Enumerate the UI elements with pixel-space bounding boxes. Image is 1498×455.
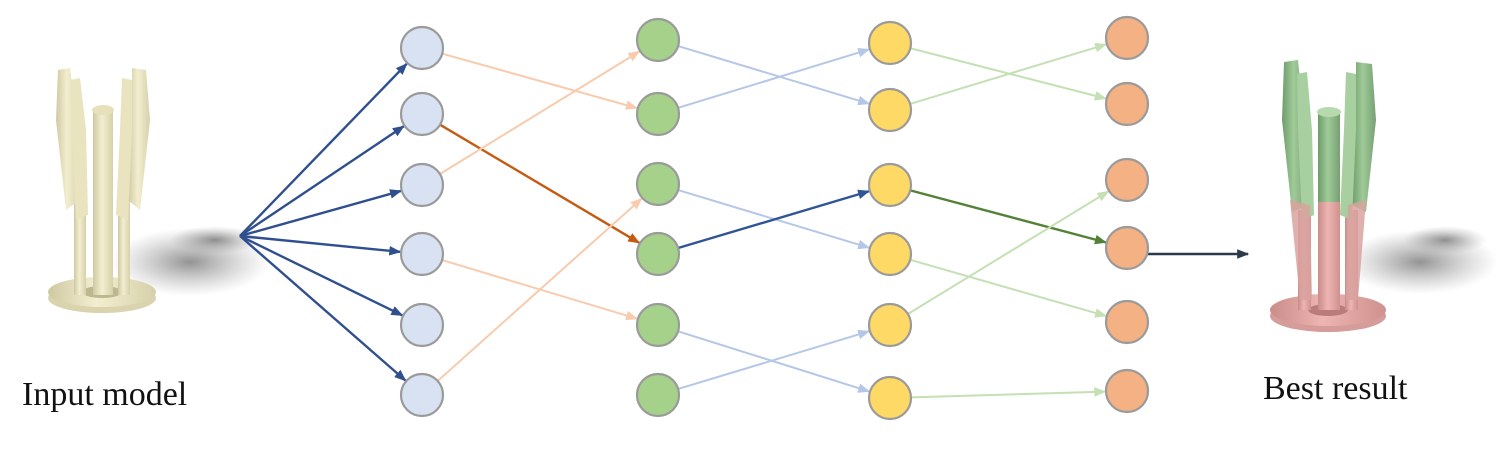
candidate-edge: [677, 330, 871, 393]
node-col4-row6: [1104, 368, 1150, 414]
input-model-core: [93, 110, 113, 295]
node-col1-row3: [399, 162, 445, 208]
input-model-caption: Input model: [22, 376, 188, 413]
candidate-edge: [677, 48, 871, 109]
node-col1-row1: [399, 25, 445, 71]
input-model-arm-right-2: [116, 78, 132, 220]
root-edge: [239, 62, 408, 237]
input-model-arm-right: [128, 68, 150, 210]
output-model-core-bottom: [1318, 200, 1340, 310]
candidate-edge: [436, 197, 643, 382]
node-col2-row4: [635, 231, 681, 277]
root-edge: [239, 235, 407, 382]
node-layer: [399, 15, 1150, 421]
output-model-arm-right: [1352, 62, 1376, 212]
best-path-edge: [677, 189, 871, 250]
node-col3-row1: [867, 20, 913, 66]
candidate-edge: [677, 329, 871, 390]
best-result-caption: Best result: [1263, 370, 1408, 407]
node-col4-row4: [1104, 225, 1150, 271]
input-model-arm-left-2: [70, 78, 88, 220]
output-model-arm-right-2: [1340, 72, 1356, 220]
candidate-edge: [677, 45, 871, 106]
node-col3-row5: [867, 302, 913, 348]
node-col1-row6: [399, 372, 445, 418]
output-model-lower-arm-right: [1346, 200, 1366, 300]
output-model-core-cap: [1317, 107, 1341, 117]
input-model-icon: [48, 68, 270, 313]
input-model-core-top: [92, 105, 114, 115]
candidate-edge: [910, 387, 1107, 399]
node-col4-row5: [1104, 299, 1150, 345]
node-col2-row5: [635, 302, 681, 348]
root-edge: [239, 189, 402, 238]
best-path-edge: [439, 123, 641, 244]
node-col2-row1: [635, 17, 681, 63]
node-col1-row4: [399, 231, 445, 277]
root-edge: [239, 125, 405, 237]
output-model-lower-arm-left: [1290, 200, 1312, 300]
output-model-icon: [1270, 60, 1498, 332]
candidate-edge: [909, 258, 1108, 318]
candidate-edge: [909, 42, 1108, 105]
candidate-edge: [907, 190, 1110, 315]
output-model-arm-left-2: [1297, 72, 1314, 220]
edge-layer: [239, 42, 1250, 399]
node-col2-row2: [635, 91, 681, 137]
node-col4-row2: [1104, 81, 1150, 127]
input-model-leg-left: [74, 200, 86, 295]
node-col3-row2: [867, 87, 913, 133]
output-model-core-top: [1318, 112, 1340, 202]
root-edge: [239, 234, 404, 317]
node-col2-row6: [635, 372, 681, 418]
node-col3-row4: [867, 231, 913, 277]
candidate-edge: [439, 50, 641, 175]
node-col3-row3: [867, 162, 913, 208]
input-model-shadow-arm: [170, 226, 260, 254]
node-col1-row5: [399, 302, 445, 348]
input-model-leg-right: [118, 200, 130, 295]
best-path-edge: [909, 189, 1107, 245]
candidate-edge: [441, 52, 638, 110]
root-edge: [239, 234, 402, 256]
node-col2-row3: [635, 161, 681, 207]
node-col4-row1: [1104, 15, 1150, 61]
node-col4-row3: [1104, 157, 1150, 203]
output-model-shadow-arm: [1403, 226, 1487, 254]
node-col1-row2: [399, 91, 445, 137]
node-col3-row6: [867, 375, 913, 421]
